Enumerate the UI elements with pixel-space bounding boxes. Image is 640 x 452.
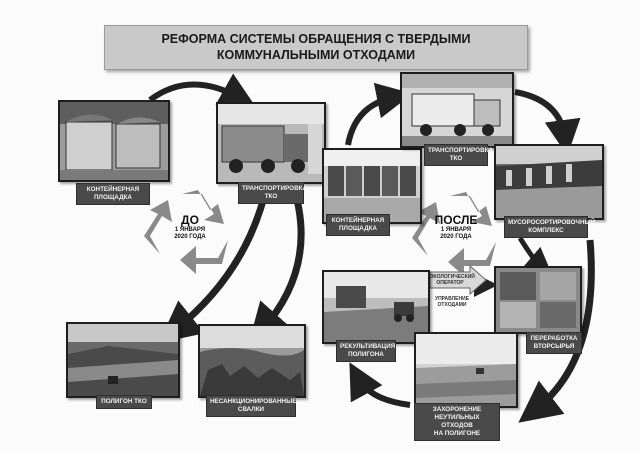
label-sorting-complex: МУСОРОСОРТИРОВОЧНЫЙ КОМПЛЕКС [504, 216, 595, 238]
title-line-1: РЕФОРМА СИСТЕМЫ ОБРАЩЕНИЯ С ТВЕРДЫМИ [161, 32, 471, 46]
photo-landfill-new [414, 332, 518, 408]
label-container-old: КОНТЕЙНЕРНАЯ ПЛОЩАДКА [76, 183, 150, 205]
photo-recultivation [322, 270, 430, 344]
title-line-2: КОММУНАЛЬНЫМИ ОТХОДАМИ [216, 48, 416, 62]
arrow-landfill-to-recultivation [349, 362, 411, 408]
management-bottom: УПРАВЛЕНИЕ ОТХОДАМИ [434, 296, 470, 308]
label-container-new: КОНТЕЙНЕРНАЯ ПЛОЩАДКА [326, 214, 390, 236]
label-transport-old: ТРАНСПОРТИРОВКА ТКО [238, 182, 307, 204]
photo-transport-old [216, 102, 326, 184]
management-arrow-icon [429, 264, 487, 296]
photo-landfill-old [66, 322, 180, 398]
label-recultivation: РЕКУЛЬТИВАЦИЯ ПОЛИГОНА [336, 340, 396, 362]
recycle-icon-before [144, 190, 228, 274]
photo-illegal-dumps [198, 324, 306, 398]
page-title: РЕФОРМА СИСТЕМЫ ОБРАЩЕНИЯ С ТВЕРДЫМИ КОМ… [104, 25, 528, 70]
label-landfill-new: ЗАХОРОНЕНИЕ НЕУТИЛЬНЫХ ОТХОДОВ НА ПОЛИГО… [414, 403, 500, 441]
arrow-transport-to-dumps [248, 180, 305, 346]
era-before: ДО 1 ЯНВАРЯ 2020 ГОДА [174, 213, 206, 241]
label-illegal-dumps: НЕСАНКЦИОНИРОВАННЫЕ СВАЛКИ [206, 395, 296, 417]
photo-transport-new [400, 72, 514, 148]
arrow-container-to-transport-new [345, 82, 413, 146]
photo-container-old [58, 100, 170, 182]
management-top: ЭКОЛОГИЧЕСКИЙ ОПЕРАТОР [430, 274, 475, 286]
recycle-icon-after [412, 192, 496, 276]
era-after: ПОСЛЕ 1 ЯНВАРЯ 2020 ГОДА [434, 213, 478, 241]
photo-container-new [322, 148, 422, 224]
photo-recycling [494, 266, 582, 334]
label-transport-new: ТРАНСПОРТИРОВКА ТКО [424, 144, 493, 166]
label-landfill-old: ПОЛИГОН ТКО [96, 395, 152, 409]
photo-sorting-complex [494, 144, 604, 220]
label-recycling: ПЕРЕРАБОТКА ВТОРСЫРЬЯ [526, 332, 582, 354]
arrow-sorting-to-recycling [517, 236, 554, 278]
arrow-transport-to-sorting [514, 89, 581, 156]
arrow-container-to-transport-old [148, 73, 256, 107]
